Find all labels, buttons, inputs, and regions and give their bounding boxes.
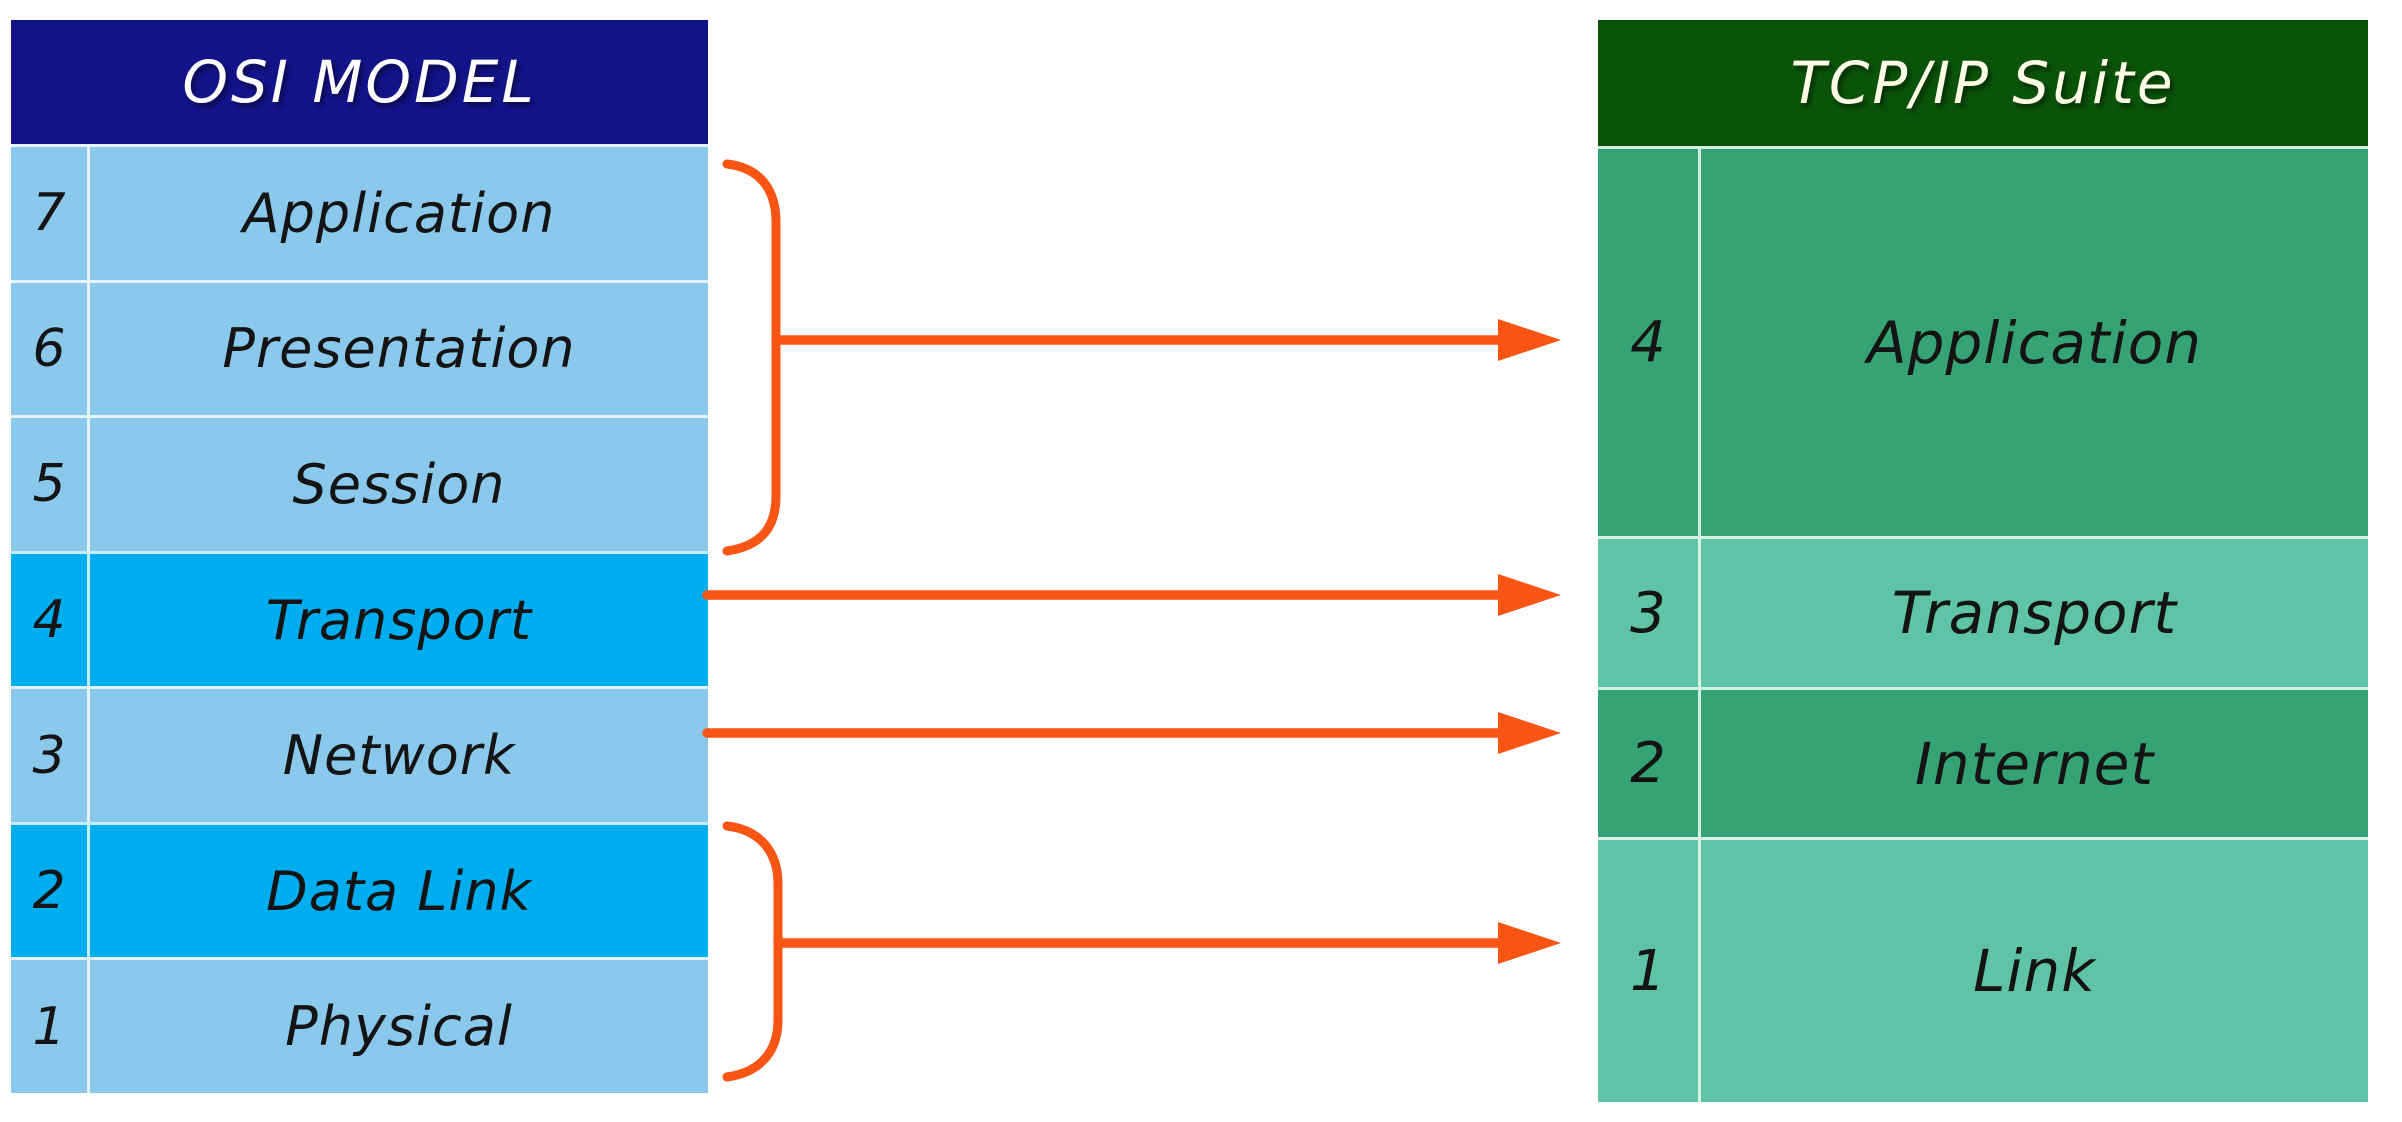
osi-row-presentation: 6 Presentation [11,279,708,416]
arrow-link-head-icon [1498,922,1561,964]
osi-model-table: OSI MODEL 7 Application 6 Presentation 5 Sess… [11,20,708,1094]
osi-row-application: 7 Application [11,144,708,280]
layer-name: Link [1973,937,2096,1005]
brace-osi-upper-layers-icon [722,159,781,556]
layer-name: Presentation [222,317,576,381]
arrow-transport-head-icon [1498,574,1561,616]
layer-number: 1 [1598,840,1701,1102]
osi-row-data-link: 2 Data Link [11,821,708,958]
osi-row-transport: 4 Transport [11,550,708,687]
tcpip-row-transport: 3 Transport [1598,536,2368,687]
osi-model-rows: 7 Application 6 Presentation 5 Session 4 Transp… [11,144,708,1094]
tcpip-suite-rows: 4 Application 3 Transport 2 Internet 1 Link [1598,146,2368,1102]
layer-name: Session [292,452,506,516]
layer-number: 4 [11,553,90,687]
layer-name: Data Link [266,859,532,923]
layer-number: 3 [1598,539,1701,687]
osi-model-title: OSI MODEL [11,20,708,144]
arrow-internet-head-icon [1498,712,1561,754]
tcpip-suite-table: TCP/IP Suite 4 Application 3 Transport 2 Inte… [1598,20,2368,1102]
tcpip-row-link: 1 Link [1598,837,2368,1102]
tcpip-row-internet: 2 Internet [1598,687,2368,837]
layer-number: 2 [11,824,90,958]
layer-number: 7 [11,147,90,280]
layer-name: Application [1866,308,2203,377]
layer-name: Internet [1914,729,2155,798]
tcpip-row-application: 4 Application [1598,146,2368,536]
layer-name: Network [282,724,516,788]
layer-number: 3 [11,689,90,822]
tcpip-suite-title: TCP/IP Suite [1598,20,2368,146]
layer-number: 1 [11,960,90,1094]
layer-number: 5 [11,418,90,551]
osi-row-session: 5 Session [11,415,708,551]
brace-osi-lower-layers-icon [722,821,783,1082]
layer-name: Transport [265,588,533,652]
arrow-application-head-icon [1498,319,1561,361]
layer-number: 2 [1598,690,1701,837]
layer-number: 4 [1598,149,1701,536]
layer-name: Application [242,181,556,245]
osi-row-physical: 1 Physical [11,957,708,1094]
layer-name: Physical [285,995,513,1059]
layer-number: 6 [11,282,90,416]
layer-name: Transport [1891,579,2178,647]
osi-row-network: 3 Network [11,686,708,822]
